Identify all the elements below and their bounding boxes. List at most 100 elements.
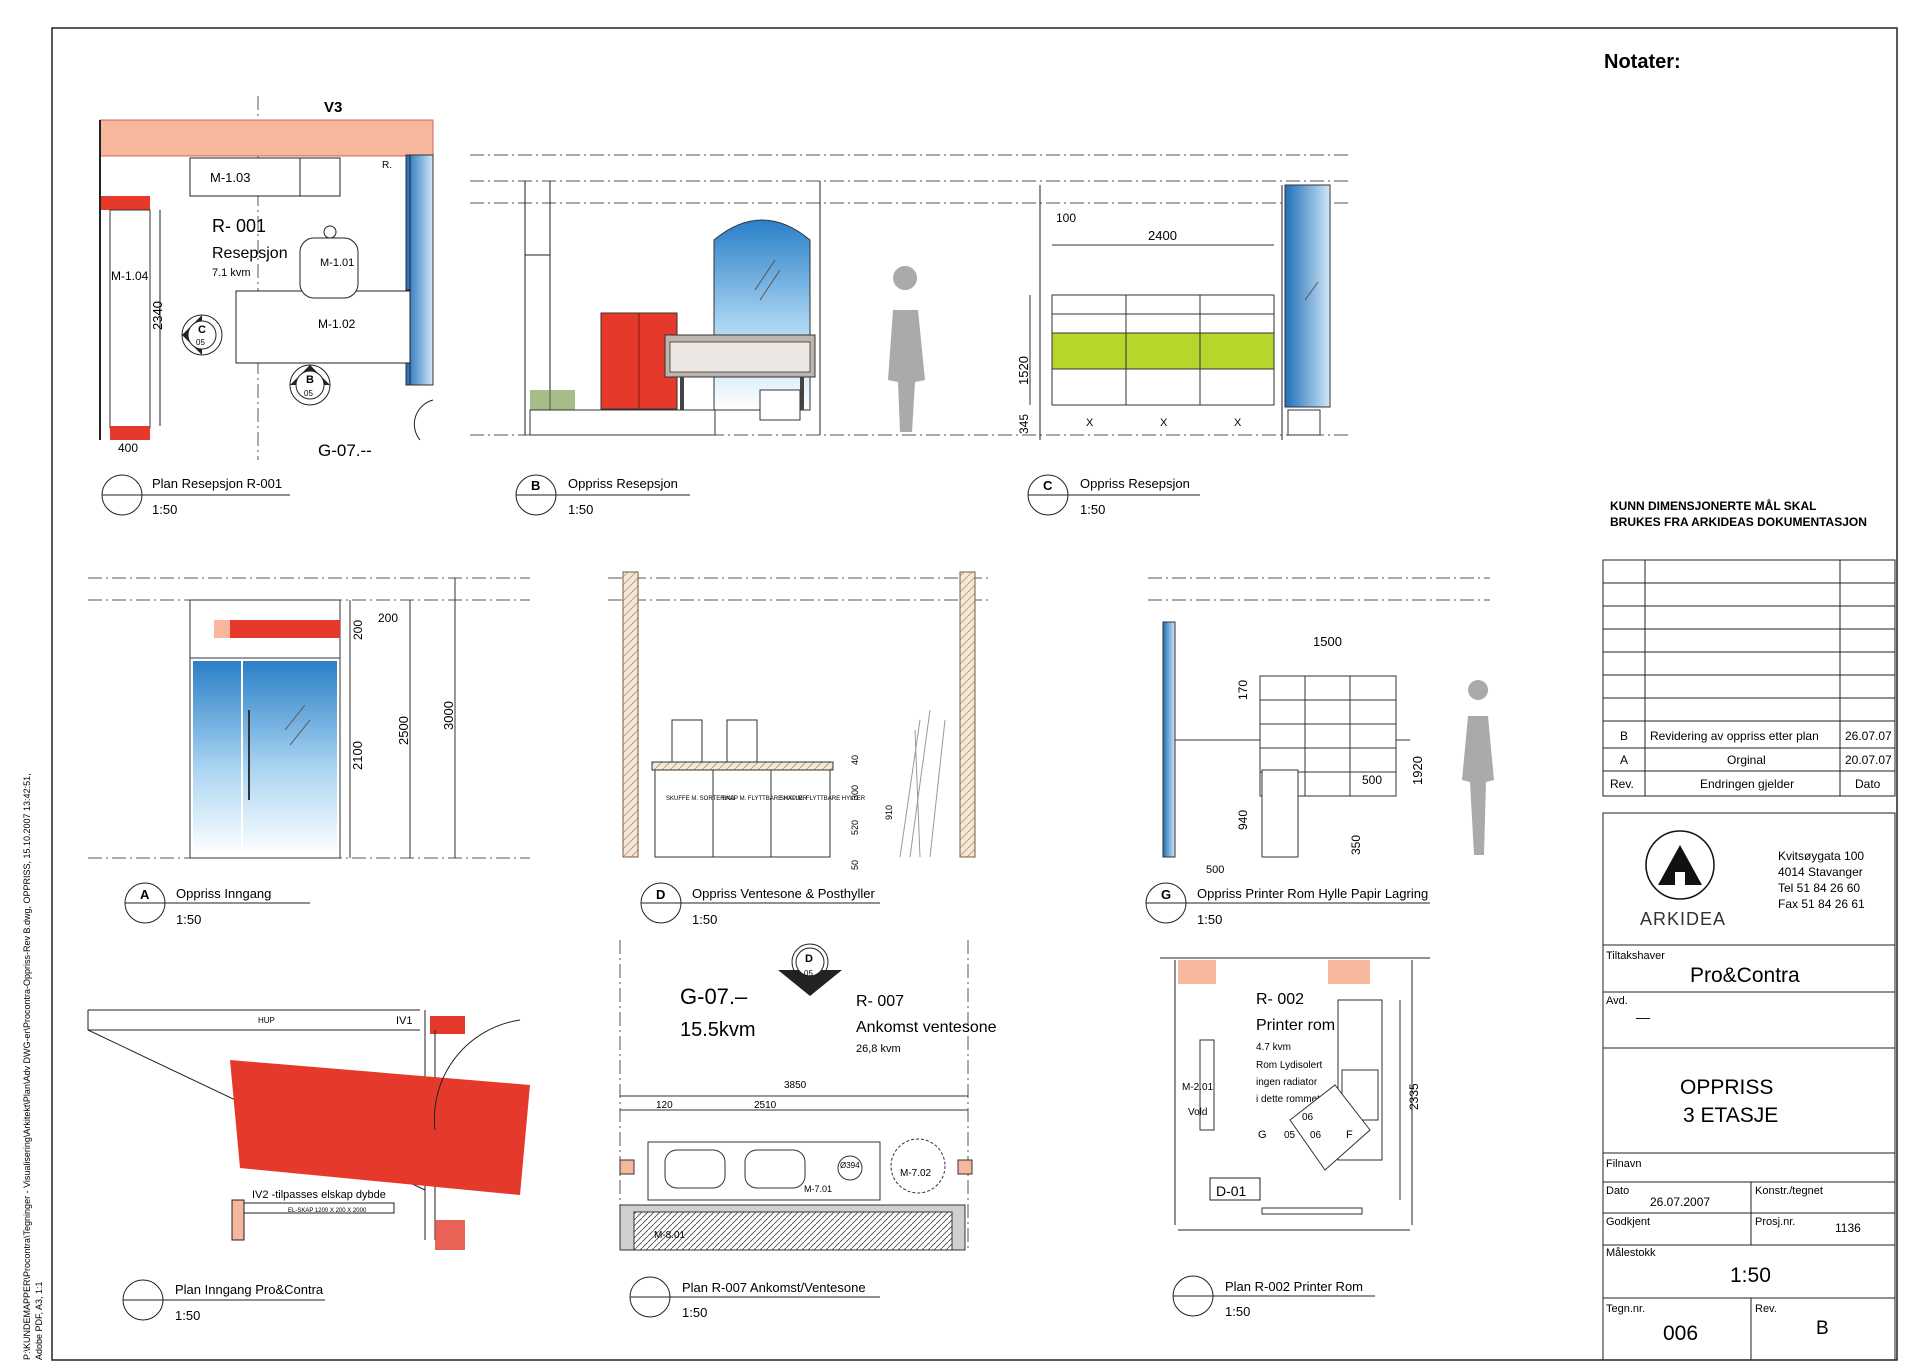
- arkidea-logo: ARKIDEA: [1640, 830, 1725, 929]
- svg-text:Orginal: Orginal: [1727, 753, 1766, 767]
- sheet-border: [51, 27, 1898, 1361]
- svg-text:2100: 2100: [350, 741, 365, 770]
- svg-text:Plan Inngang Pro&Contra: Plan Inngang Pro&Contra: [175, 1282, 324, 1297]
- title-block: ARKIDEA Kvitsøygata 100 4014 Stavanger T…: [1602, 812, 1896, 1361]
- svg-text:2510: 2510: [754, 1100, 777, 1111]
- svg-text:G: G: [1258, 1129, 1267, 1141]
- view-label-plan-r002: Plan R-002 Printer Rom 1:50: [1172, 1275, 1375, 1319]
- svg-text:2335: 2335: [1407, 1083, 1421, 1110]
- elevation-d-ventesone: SKUFFE M. SORTERING SKAP M. FLYTTBARE HY…: [608, 571, 990, 870]
- svg-text:1:50: 1:50: [175, 1308, 200, 1323]
- svg-text:1500: 1500: [1313, 634, 1342, 649]
- svg-text:M-8.01: M-8.01: [654, 1230, 686, 1241]
- room-area: 7.1 kvm: [212, 267, 251, 279]
- svg-text:SKAP M. FLYTTBARE HYLLER: SKAP M. FLYTTBARE HYLLER: [780, 796, 866, 802]
- svg-text:C: C: [198, 324, 206, 336]
- svg-text:2340: 2340: [150, 301, 165, 330]
- svg-text:06: 06: [1310, 1130, 1322, 1141]
- elevation-a-inngang: 200 200 2100 2500 3000: [88, 577, 530, 859]
- svg-text:A: A: [140, 887, 150, 902]
- svg-text:Filnavn: Filnavn: [1606, 1158, 1641, 1170]
- svg-text:3000: 3000: [441, 701, 456, 730]
- svg-text:Endringen gjelder: Endringen gjelder: [1700, 777, 1794, 791]
- svg-text:Oppriss Resepsjon: Oppriss Resepsjon: [568, 476, 678, 491]
- svg-text:400: 400: [118, 441, 138, 455]
- svg-text:Dato: Dato: [1606, 1185, 1629, 1197]
- plan-r002: R- 002 Printer rom 4.7 kvm Rom Lydisoler…: [1160, 957, 1430, 1231]
- svg-text:i dette rommet: i dette rommet: [1256, 1094, 1320, 1105]
- svg-text:M-7.01: M-7.01: [804, 1184, 832, 1194]
- svg-text:520: 520: [850, 820, 860, 835]
- svg-text:1920: 1920: [1410, 756, 1425, 785]
- svg-text:Rev.: Rev.: [1610, 777, 1634, 791]
- wall-top: [100, 120, 433, 156]
- svg-text:Dato: Dato: [1855, 777, 1881, 791]
- svg-text:20.07.07: 20.07.07: [1845, 753, 1892, 767]
- svg-text:345: 345: [1017, 414, 1031, 434]
- svg-text:Oppriss Printer Rom Hylle Papi: Oppriss Printer Rom Hylle Papir Lagring: [1197, 886, 1428, 901]
- svg-text:A: A: [1620, 753, 1628, 767]
- svg-text:50: 50: [850, 860, 860, 870]
- svg-text:26,8 kvm: 26,8 kvm: [856, 1043, 901, 1055]
- room-name: Resepsjon: [212, 245, 288, 262]
- svg-text:Prosj.nr.: Prosj.nr.: [1755, 1216, 1795, 1228]
- svg-text:—: —: [1636, 1009, 1650, 1025]
- svg-text:1:50: 1:50: [176, 912, 201, 927]
- company-tel: Tel 51 84 26 60: [1778, 881, 1860, 895]
- svg-text:IV1: IV1: [396, 1015, 413, 1027]
- svg-text:910: 910: [884, 805, 894, 820]
- svg-text:Målestokk: Målestokk: [1606, 1247, 1656, 1259]
- svg-text:500: 500: [1362, 773, 1382, 787]
- svg-text:200: 200: [378, 611, 398, 625]
- svg-text:4.7 kvm: 4.7 kvm: [1256, 1042, 1291, 1053]
- svg-text:Oppriss Ventesone & Posthyller: Oppriss Ventesone & Posthyller: [692, 886, 875, 901]
- svg-text:X: X: [1086, 417, 1094, 429]
- svg-text:Ø394: Ø394: [840, 1161, 860, 1170]
- svg-text:EL-SKAP 1200 X 200 X 2000: EL-SKAP 1200 X 200 X 2000: [288, 1208, 367, 1214]
- svg-text:05: 05: [1284, 1130, 1296, 1141]
- svg-text:120: 120: [656, 1100, 673, 1111]
- svg-text:SKAP M. FLYTTBARE HYLLER: SKAP M. FLYTTBARE HYLLER: [722, 796, 808, 802]
- svg-text:1:50: 1:50: [152, 502, 177, 517]
- svg-text:G: G: [1161, 887, 1171, 902]
- drawing-revision: B: [1816, 1318, 1829, 1339]
- notes-title: Notater:: [1604, 51, 1681, 73]
- svg-text:F: F: [1346, 1129, 1353, 1141]
- client-name: Pro&Contra: [1690, 964, 1800, 987]
- svg-text:Rom Lydisolert: Rom Lydisolert: [1256, 1060, 1323, 1071]
- svg-text:Plan R-002 Printer Rom: Plan R-002 Printer Rom: [1225, 1279, 1363, 1294]
- notice-line1: KUNN DIMENSJONERTE MÅL SKAL: [1610, 498, 1816, 513]
- svg-text:G-07.–: G-07.–: [680, 984, 748, 1009]
- svg-text:Vold: Vold: [1188, 1107, 1207, 1118]
- view-label-elevation-a: A Oppriss Inngang 1:50: [124, 882, 310, 927]
- drawing-title-2: 3 ETASJE: [1683, 1104, 1778, 1127]
- svg-text:Ankomst ventesone: Ankomst ventesone: [856, 1019, 997, 1036]
- svg-text:350: 350: [1349, 835, 1363, 855]
- svg-text:Konstr./tegnet: Konstr./tegnet: [1755, 1185, 1823, 1197]
- svg-text:170: 170: [1236, 680, 1250, 700]
- svg-text:R- 002: R- 002: [1256, 991, 1304, 1008]
- svg-text:05: 05: [804, 969, 813, 978]
- svg-text:M-7.02: M-7.02: [900, 1168, 932, 1179]
- svg-text:1:50: 1:50: [1225, 1304, 1250, 1319]
- svg-text:B: B: [1620, 729, 1628, 743]
- svg-text:B: B: [531, 478, 540, 493]
- svg-text:R- 007: R- 007: [856, 993, 904, 1010]
- svg-text:Printer rom: Printer rom: [1256, 1017, 1335, 1034]
- view-label-plan-inngang: Plan Inngang Pro&Contra 1:50: [122, 1279, 325, 1323]
- svg-text:SKUFFE M. SORTERING: SKUFFE M. SORTERING: [666, 796, 736, 802]
- svg-text:G-07.--: G-07.--: [318, 441, 372, 460]
- elevation-c-resepsjon: 2400 100 1520 345 X X X: [1016, 184, 1331, 440]
- view-label-elevation-c: C Oppriss Resepsjon 1:50: [1027, 474, 1200, 517]
- svg-text:1520: 1520: [1016, 356, 1031, 385]
- svg-text:1:50: 1:50: [692, 912, 717, 927]
- svg-text:M-1.02: M-1.02: [318, 317, 356, 331]
- view-label-elevation-b: B Oppriss Resepsjon 1:50: [515, 474, 690, 517]
- view-label-plan-resepsjon: Plan Resepsjon R-001 1:50: [101, 474, 290, 517]
- view-label-elevation-g: G Oppriss Printer Rom Hylle Papir Lagrin…: [1145, 882, 1430, 927]
- svg-text:Oppriss Resepsjon: Oppriss Resepsjon: [1080, 476, 1190, 491]
- svg-text:X: X: [1234, 417, 1242, 429]
- svg-text:3850: 3850: [784, 1080, 807, 1091]
- company-address2: 4014 Stavanger: [1778, 865, 1863, 879]
- plan-r007: G-07.– 15.5kvm R- 007 Ankomst ventesone …: [619, 940, 997, 1251]
